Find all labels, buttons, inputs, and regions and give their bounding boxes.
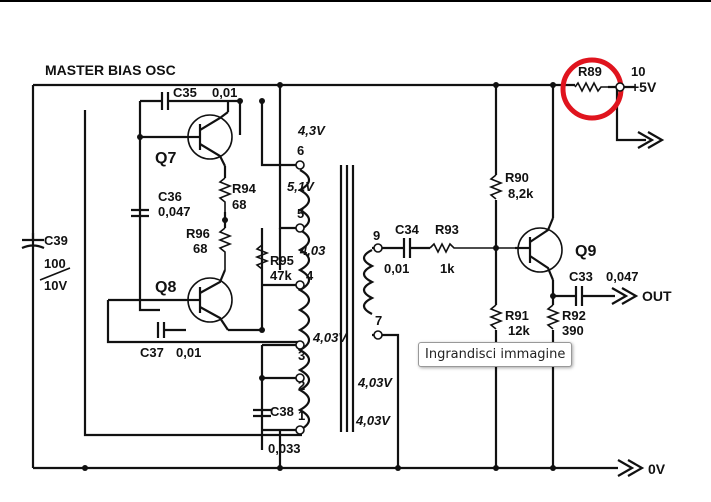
c38-value: 0,033	[268, 441, 301, 456]
c39-value-slash	[39, 267, 71, 281]
c38-capacitor	[253, 408, 271, 418]
q7-transistor	[186, 111, 233, 167]
r92-value: 390	[562, 323, 584, 338]
voltage-annotation-403v-3: 4,03V	[355, 413, 391, 428]
enlarge-image-tooltip[interactable]: Ingrandisci immagine	[418, 342, 573, 367]
c36-value: 0,047	[158, 204, 191, 219]
q9-transistor	[515, 217, 563, 281]
plus5v-label: +5V	[631, 79, 657, 95]
q8-transistor	[186, 269, 233, 331]
c33-label: C33	[569, 269, 593, 284]
r91-label: R91	[505, 308, 529, 323]
q9-label: Q9	[575, 243, 596, 260]
transformer-secondary-coil	[362, 249, 375, 315]
c37-capacitor	[156, 322, 186, 338]
r94-resistor	[217, 177, 233, 212]
pin-10-label: 10	[631, 64, 645, 79]
c39-value-1: 100	[44, 256, 66, 271]
pin-2-label: 2	[298, 378, 305, 393]
out-arrow	[611, 287, 639, 305]
r89-resistor	[574, 81, 608, 93]
c39-label: C39	[44, 233, 68, 248]
r95-resistor	[254, 244, 270, 270]
voltage-annotation-43v: 4,3V	[297, 123, 326, 138]
r90-resistor	[488, 174, 504, 200]
c35-value: 0,01	[212, 85, 237, 100]
voltage-annotation-403v-1: 4,03V	[312, 330, 348, 345]
r95-label: R95	[270, 253, 294, 268]
c33-capacitor	[574, 286, 615, 306]
c37-value: 0,01	[176, 345, 201, 360]
pin-6-label: 6	[297, 143, 304, 158]
q7-emitter-rail	[138, 101, 160, 312]
c34-label: C34	[395, 222, 420, 237]
schematic-title: MASTER BIAS OSC	[45, 62, 176, 78]
out-label: OUT	[642, 288, 672, 304]
c36-label: C36	[158, 189, 182, 204]
r94-value: 68	[232, 197, 246, 212]
pin-4-label: 4	[306, 268, 314, 283]
r95-value: 47k	[270, 268, 292, 283]
r91-value: 12k	[508, 323, 530, 338]
pin-1-label: 1	[298, 408, 305, 423]
pin2-wire	[260, 345, 300, 450]
voltage-annotation-403: 4,03	[299, 243, 326, 258]
r96-label: R96	[186, 226, 210, 241]
transformer-primary-coil	[297, 169, 311, 431]
r96-value: 68	[193, 241, 207, 256]
r92-label: R92	[562, 308, 586, 323]
voltage-annotation-51v: 5,1V	[287, 179, 315, 194]
inner-left-wire	[83, 110, 302, 437]
r93-value: 1k	[440, 261, 455, 276]
c34-capacitor	[398, 238, 430, 258]
c39-capacitor	[21, 233, 45, 250]
c37-label: C37	[140, 345, 164, 360]
r89-tap-arrow	[637, 131, 665, 149]
pin1-wire	[262, 428, 300, 468]
r93-resistor	[429, 242, 515, 254]
pin-5-label: 5	[297, 206, 304, 221]
c38-label: C38	[270, 404, 294, 419]
zero-volt-arrow	[617, 459, 645, 477]
r92-resistor	[545, 304, 561, 330]
pin-3-label: 3	[298, 348, 305, 363]
r94-label: R94	[232, 181, 257, 196]
voltage-annotation-403v-2: 4,03V	[357, 375, 393, 390]
q8-label: Q8	[155, 279, 176, 296]
pin-9-label: 9	[373, 228, 380, 243]
pin-7-label: 7	[375, 313, 382, 328]
top-border	[0, 0, 711, 2]
q7-label: Q7	[155, 150, 176, 167]
r90-label: R90	[505, 170, 529, 185]
pin-nodes	[295, 82, 625, 435]
zero-volt-label: 0V	[648, 461, 666, 477]
r89-label: R89	[578, 64, 602, 79]
c36-capacitor	[131, 208, 149, 218]
r93-label: R93	[435, 222, 459, 237]
pin6-wire	[260, 101, 300, 167]
pin7-wire	[372, 333, 400, 468]
c35-label: C35	[173, 85, 197, 100]
junction-dots	[82, 82, 556, 471]
c33-value: 0,047	[606, 269, 639, 284]
c34-value: 0,01	[384, 261, 409, 276]
q8-base-loop	[106, 298, 300, 344]
transformer-core	[339, 165, 355, 432]
c39-value-2: 10V	[44, 278, 67, 293]
r91-resistor	[488, 304, 504, 330]
r90-value: 8,2k	[508, 186, 534, 201]
r96-resistor	[217, 227, 233, 270]
